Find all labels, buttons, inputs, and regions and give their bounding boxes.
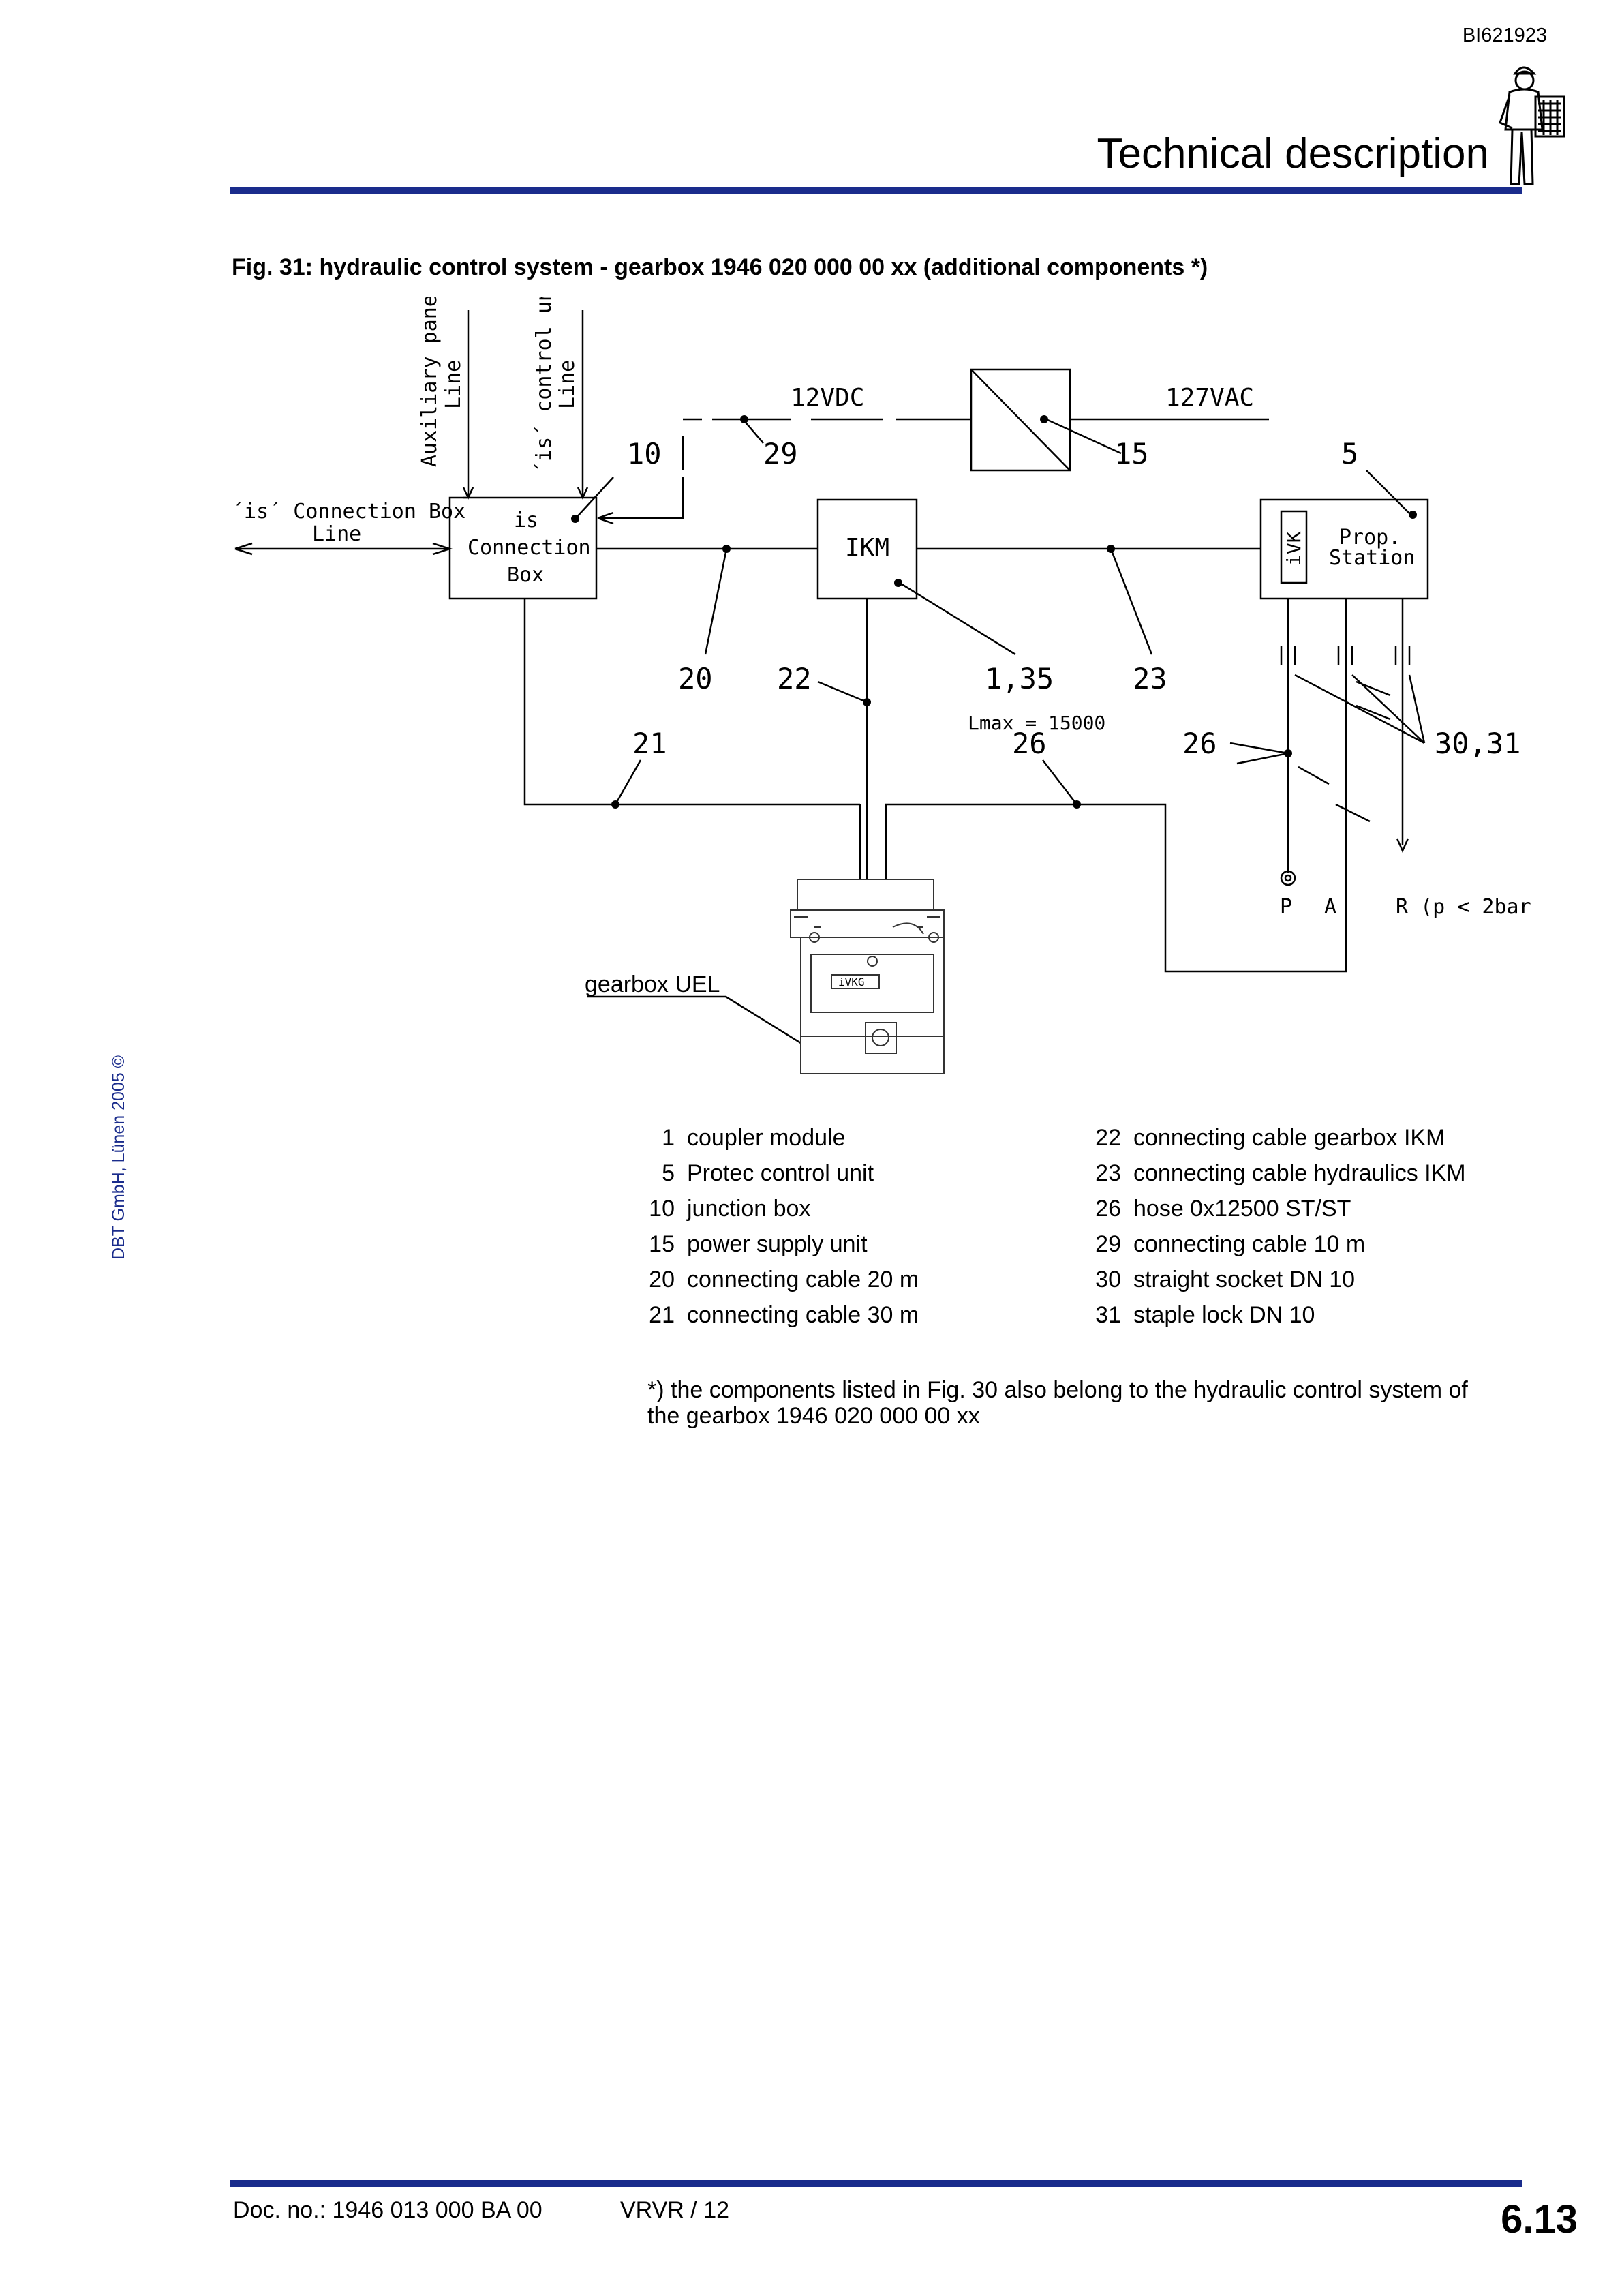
port-a-label: A <box>1324 895 1336 919</box>
ref-23: 23 <box>1133 662 1167 695</box>
prop-label: Prop. <box>1339 526 1401 549</box>
ref-29: 29 <box>763 437 798 470</box>
voltage-12vdc: 12VDC <box>791 384 864 412</box>
hydraulic-control-diagram: Auxiliary panel Line ´is´ control unit L… <box>232 297 1533 1074</box>
document-version: VRVR / 12 <box>620 2197 730 2223</box>
header-rule <box>230 187 1522 194</box>
document-id: BI621923 <box>1462 25 1547 46</box>
ref-21: 21 <box>632 727 667 760</box>
ivk-box <box>1280 510 1308 584</box>
worker-with-clipboard-icon <box>1499 66 1565 185</box>
gearbox-tag: iVKG <box>838 976 865 988</box>
copyright-note: DBT GmbH, Lünen 2005 © <box>109 1055 128 1260</box>
document-number: Doc. no.: 1946 013 000 BA 00 <box>233 2197 542 2223</box>
conn-box-line-label-2: Line <box>312 522 361 546</box>
ikm-label: IKM <box>845 534 889 562</box>
figure-caption: Fig. 31: hydraulic control system - gear… <box>232 254 1208 280</box>
ref-15: 15 <box>1114 437 1149 470</box>
ref-26-b: 26 <box>1182 727 1217 760</box>
ref-22: 22 <box>777 662 812 695</box>
ivk-label: iVK <box>1283 531 1305 566</box>
section-title: Technical description <box>1097 130 1489 177</box>
lmax-label: Lmax = 15000 <box>968 712 1105 734</box>
conn-box-line-label-1: ´is´ Connection Box <box>232 500 465 524</box>
ref-5: 5 <box>1341 437 1358 470</box>
aux-line-label: Line <box>442 360 465 409</box>
station-label: Station <box>1329 546 1415 570</box>
footer-rule <box>230 2180 1522 2187</box>
gearbox-uel-drawing <box>790 879 945 1074</box>
box-is-label: is <box>514 509 538 532</box>
ref-10: 10 <box>627 437 662 470</box>
ref-1-35: 1,35 <box>985 662 1054 695</box>
gearbox-label: gearbox UEL <box>585 971 720 997</box>
voltage-127vac: 127VAC <box>1165 384 1254 412</box>
ref-20: 20 <box>678 662 713 695</box>
footnote: *) the components listed in Fig. 30 also… <box>647 1377 1468 1429</box>
ref-26-a: 26 <box>1012 727 1047 760</box>
page-number: 6.13 <box>1501 2197 1578 2241</box>
aux-panel-label: Auxiliary panel <box>418 297 442 467</box>
is-control-label: ´is´ control unit <box>532 297 556 474</box>
prop-station <box>1259 498 1429 600</box>
is-line-label: Line <box>555 360 579 409</box>
box-box-label: Box <box>507 563 544 587</box>
port-p-label: P <box>1280 895 1292 919</box>
port-r-label: R (p < 2bar) <box>1396 895 1533 919</box>
box-connection-label: Connection <box>468 536 591 560</box>
ref-30-31: 30,31 <box>1435 727 1520 760</box>
